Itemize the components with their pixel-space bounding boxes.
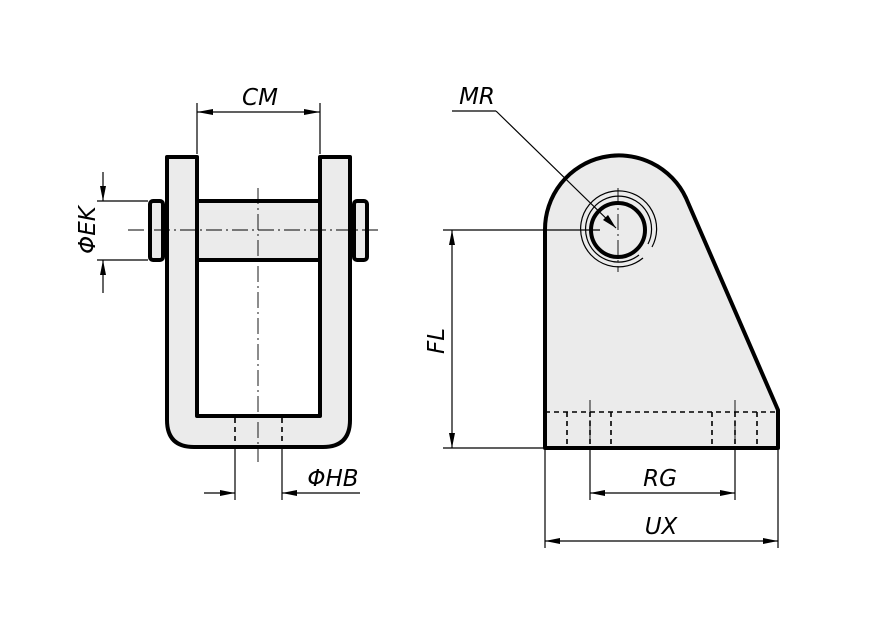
dimension-ux: UX (544, 450, 779, 548)
bracket-side-view: MR FL RG UX (424, 84, 780, 548)
retaining-ring-inner (584, 195, 653, 263)
retaining-ring (580, 190, 658, 268)
label-rg: RG (643, 466, 677, 492)
dimension-fl: FL (424, 229, 600, 449)
dimension-cm: CM (196, 85, 321, 154)
bracket-body (542, 153, 780, 450)
label-mr: MR (459, 84, 495, 110)
pin-clip-left (148, 199, 165, 262)
dimension-rg: RG (589, 450, 736, 500)
dimension-hb: ΦHB (204, 449, 360, 500)
clevis-front-view: CM ΦEK ΦHB (75, 85, 380, 500)
clevis-body (165, 155, 352, 449)
label-ek: ΦEK (75, 204, 101, 254)
dimension-mr: MR (452, 84, 617, 229)
label-fl: FL (424, 328, 450, 354)
clevis-pin (195, 199, 322, 262)
dimension-ek: ΦEK (75, 172, 148, 293)
label-cm: CM (242, 85, 278, 111)
label-hb: ΦHB (307, 466, 358, 492)
pin-clip-right (352, 199, 369, 262)
label-ux: UX (645, 514, 679, 540)
